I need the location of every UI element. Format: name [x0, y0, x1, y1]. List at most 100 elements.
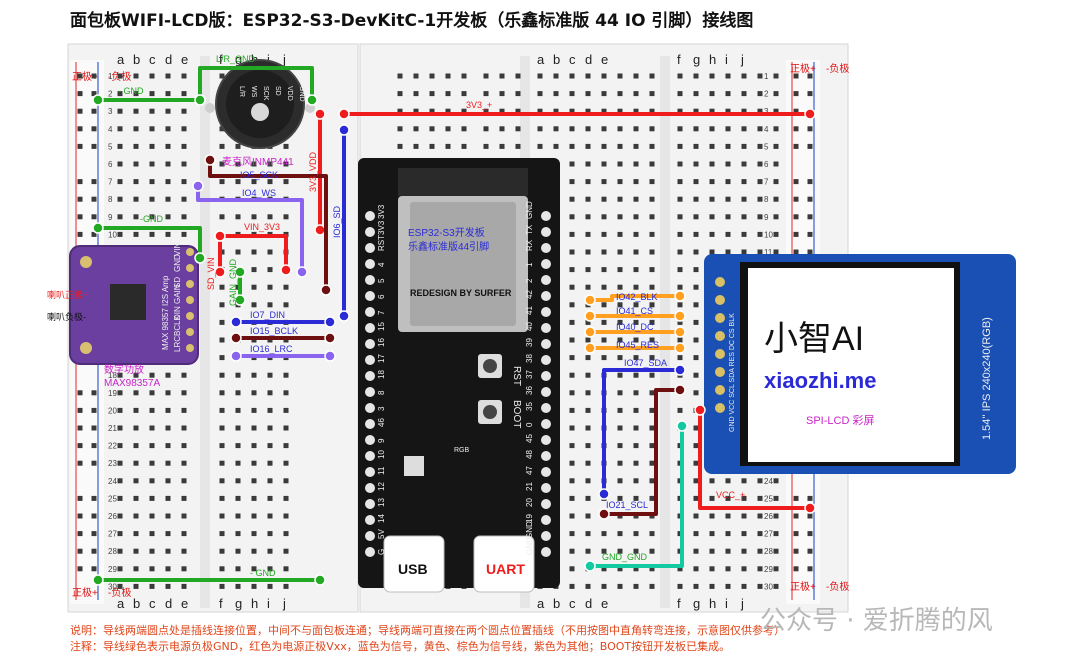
rail-hole: [77, 390, 83, 396]
breadboard-hole: [283, 548, 289, 554]
lcd-header-pin: [715, 295, 725, 305]
rail-pos-label-bl: 正极+: [72, 586, 98, 599]
rail-hole: [91, 108, 97, 114]
rail-hole: [91, 407, 97, 413]
esp-left-pin: [365, 291, 375, 301]
breadboard-hole: [741, 495, 747, 501]
breadboard-hole: [649, 319, 655, 325]
column-letter-right-bottom: i: [725, 596, 728, 611]
breadboard-hole: [649, 196, 655, 202]
breadboard-hole: [757, 196, 763, 202]
breadboard-hole: [617, 372, 623, 378]
amp-pin-pad: [186, 312, 194, 320]
breadboard-hole: [725, 108, 731, 114]
breadboard-hole: [649, 372, 655, 378]
breadboard-hole: [235, 214, 241, 220]
wire-mic-vdd-end: [314, 108, 326, 120]
rail-hole: [91, 196, 97, 202]
wire-io5-sck: [208, 160, 328, 290]
breadboard-hole: [585, 143, 591, 149]
breadboard-hole: [569, 443, 575, 449]
breadboard-hole: [117, 91, 123, 97]
column-letter-left-top: e: [181, 52, 188, 67]
breadboard-hole: [741, 196, 747, 202]
row-number-right: 10: [764, 230, 773, 239]
breadboard-hole: [649, 143, 655, 149]
breadboard-hole: [181, 566, 187, 572]
breadboard-hole: [569, 231, 575, 237]
row-number-right: 24: [764, 477, 773, 486]
rail-hole: [793, 566, 799, 572]
esp-right-pin-label: 42: [525, 290, 534, 299]
breadboard-hole: [677, 143, 683, 149]
breadboard-hole: [617, 267, 623, 273]
breadboard-hole: [149, 513, 155, 519]
row-number-left: 7: [108, 178, 113, 187]
amp-chip-label: MAX 98357 I2S Amp: [161, 275, 170, 350]
breadboard-hole: [483, 73, 489, 79]
esp-left-pin-label: 15: [377, 322, 386, 331]
breadboard-hole: [569, 513, 575, 519]
amp-pin-label: BCLK: [173, 314, 182, 336]
breadboard-hole: [283, 495, 289, 501]
breadboard-hole: [181, 161, 187, 167]
breadboard-hole: [251, 443, 257, 449]
breadboard-hole: [165, 231, 171, 237]
breadboard-hole: [601, 231, 607, 237]
breadboard-hole: [633, 302, 639, 308]
breadboard-hole: [617, 214, 623, 220]
watermark: 公众号 · 爱折腾的风: [760, 606, 993, 636]
breadboard-hole: [165, 495, 171, 501]
breadboard-hole: [133, 179, 139, 185]
breadboard-hole: [515, 126, 521, 132]
rail-hole: [91, 143, 97, 149]
rail-hole: [793, 108, 799, 114]
rail-pos-label-tr: 正极+: [790, 62, 816, 75]
breadboard-hole: [649, 495, 655, 501]
wire-io42-blk-end: [584, 294, 596, 306]
breadboard-hole: [267, 583, 273, 589]
breadboard-hole: [709, 214, 715, 220]
wire-io41-cs-end: [674, 310, 686, 322]
breadboard-hole: [251, 425, 257, 431]
breadboard-hole: [773, 231, 779, 237]
breadboard-hole: [219, 319, 225, 325]
esp-left-pin: [365, 371, 375, 381]
breadboard-hole: [649, 355, 655, 361]
wire-amp-vin-end: [214, 230, 226, 242]
breadboard-hole: [219, 513, 225, 519]
label-io5-sck: IO5_SCK: [240, 170, 278, 180]
column-letter-left-bottom: b: [133, 596, 140, 611]
breadboard-hole: [413, 143, 419, 149]
esp-right-pin-label: 45: [525, 434, 534, 443]
breadboard-hole: [617, 319, 623, 325]
rail-pos-label-br: 正极+: [790, 580, 816, 593]
breadboard-hole: [283, 161, 289, 167]
amp-pin-label: VIN: [173, 242, 182, 256]
rail-hole: [91, 390, 97, 396]
breadboard-hole: [741, 231, 747, 237]
breadboard-hole: [181, 126, 187, 132]
breadboard-hole: [693, 460, 699, 466]
breadboard-hole: [693, 319, 699, 325]
column-letter-left-top: i: [267, 52, 270, 67]
breadboard-hole: [267, 214, 273, 220]
breadboard-hole: [117, 583, 123, 589]
breadboard-hole: [773, 495, 779, 501]
breadboard-hole: [149, 407, 155, 413]
breadboard-hole: [165, 407, 171, 413]
breadboard-hole: [219, 214, 225, 220]
breadboard-hole: [617, 143, 623, 149]
breadboard-hole: [601, 319, 607, 325]
esp-left-pin-label: 11: [377, 466, 386, 475]
breadboard-hole: [757, 548, 763, 554]
column-letter-right-top: b: [553, 52, 560, 67]
breadboard-hole: [709, 548, 715, 554]
breadboard-hole: [569, 425, 575, 431]
breadboard-hole: [515, 91, 521, 97]
breadboard-hole: [633, 214, 639, 220]
breadboard-hole: [585, 478, 591, 484]
label-io7-din: IO7_DIN: [250, 310, 285, 320]
breadboard-hole: [149, 196, 155, 202]
